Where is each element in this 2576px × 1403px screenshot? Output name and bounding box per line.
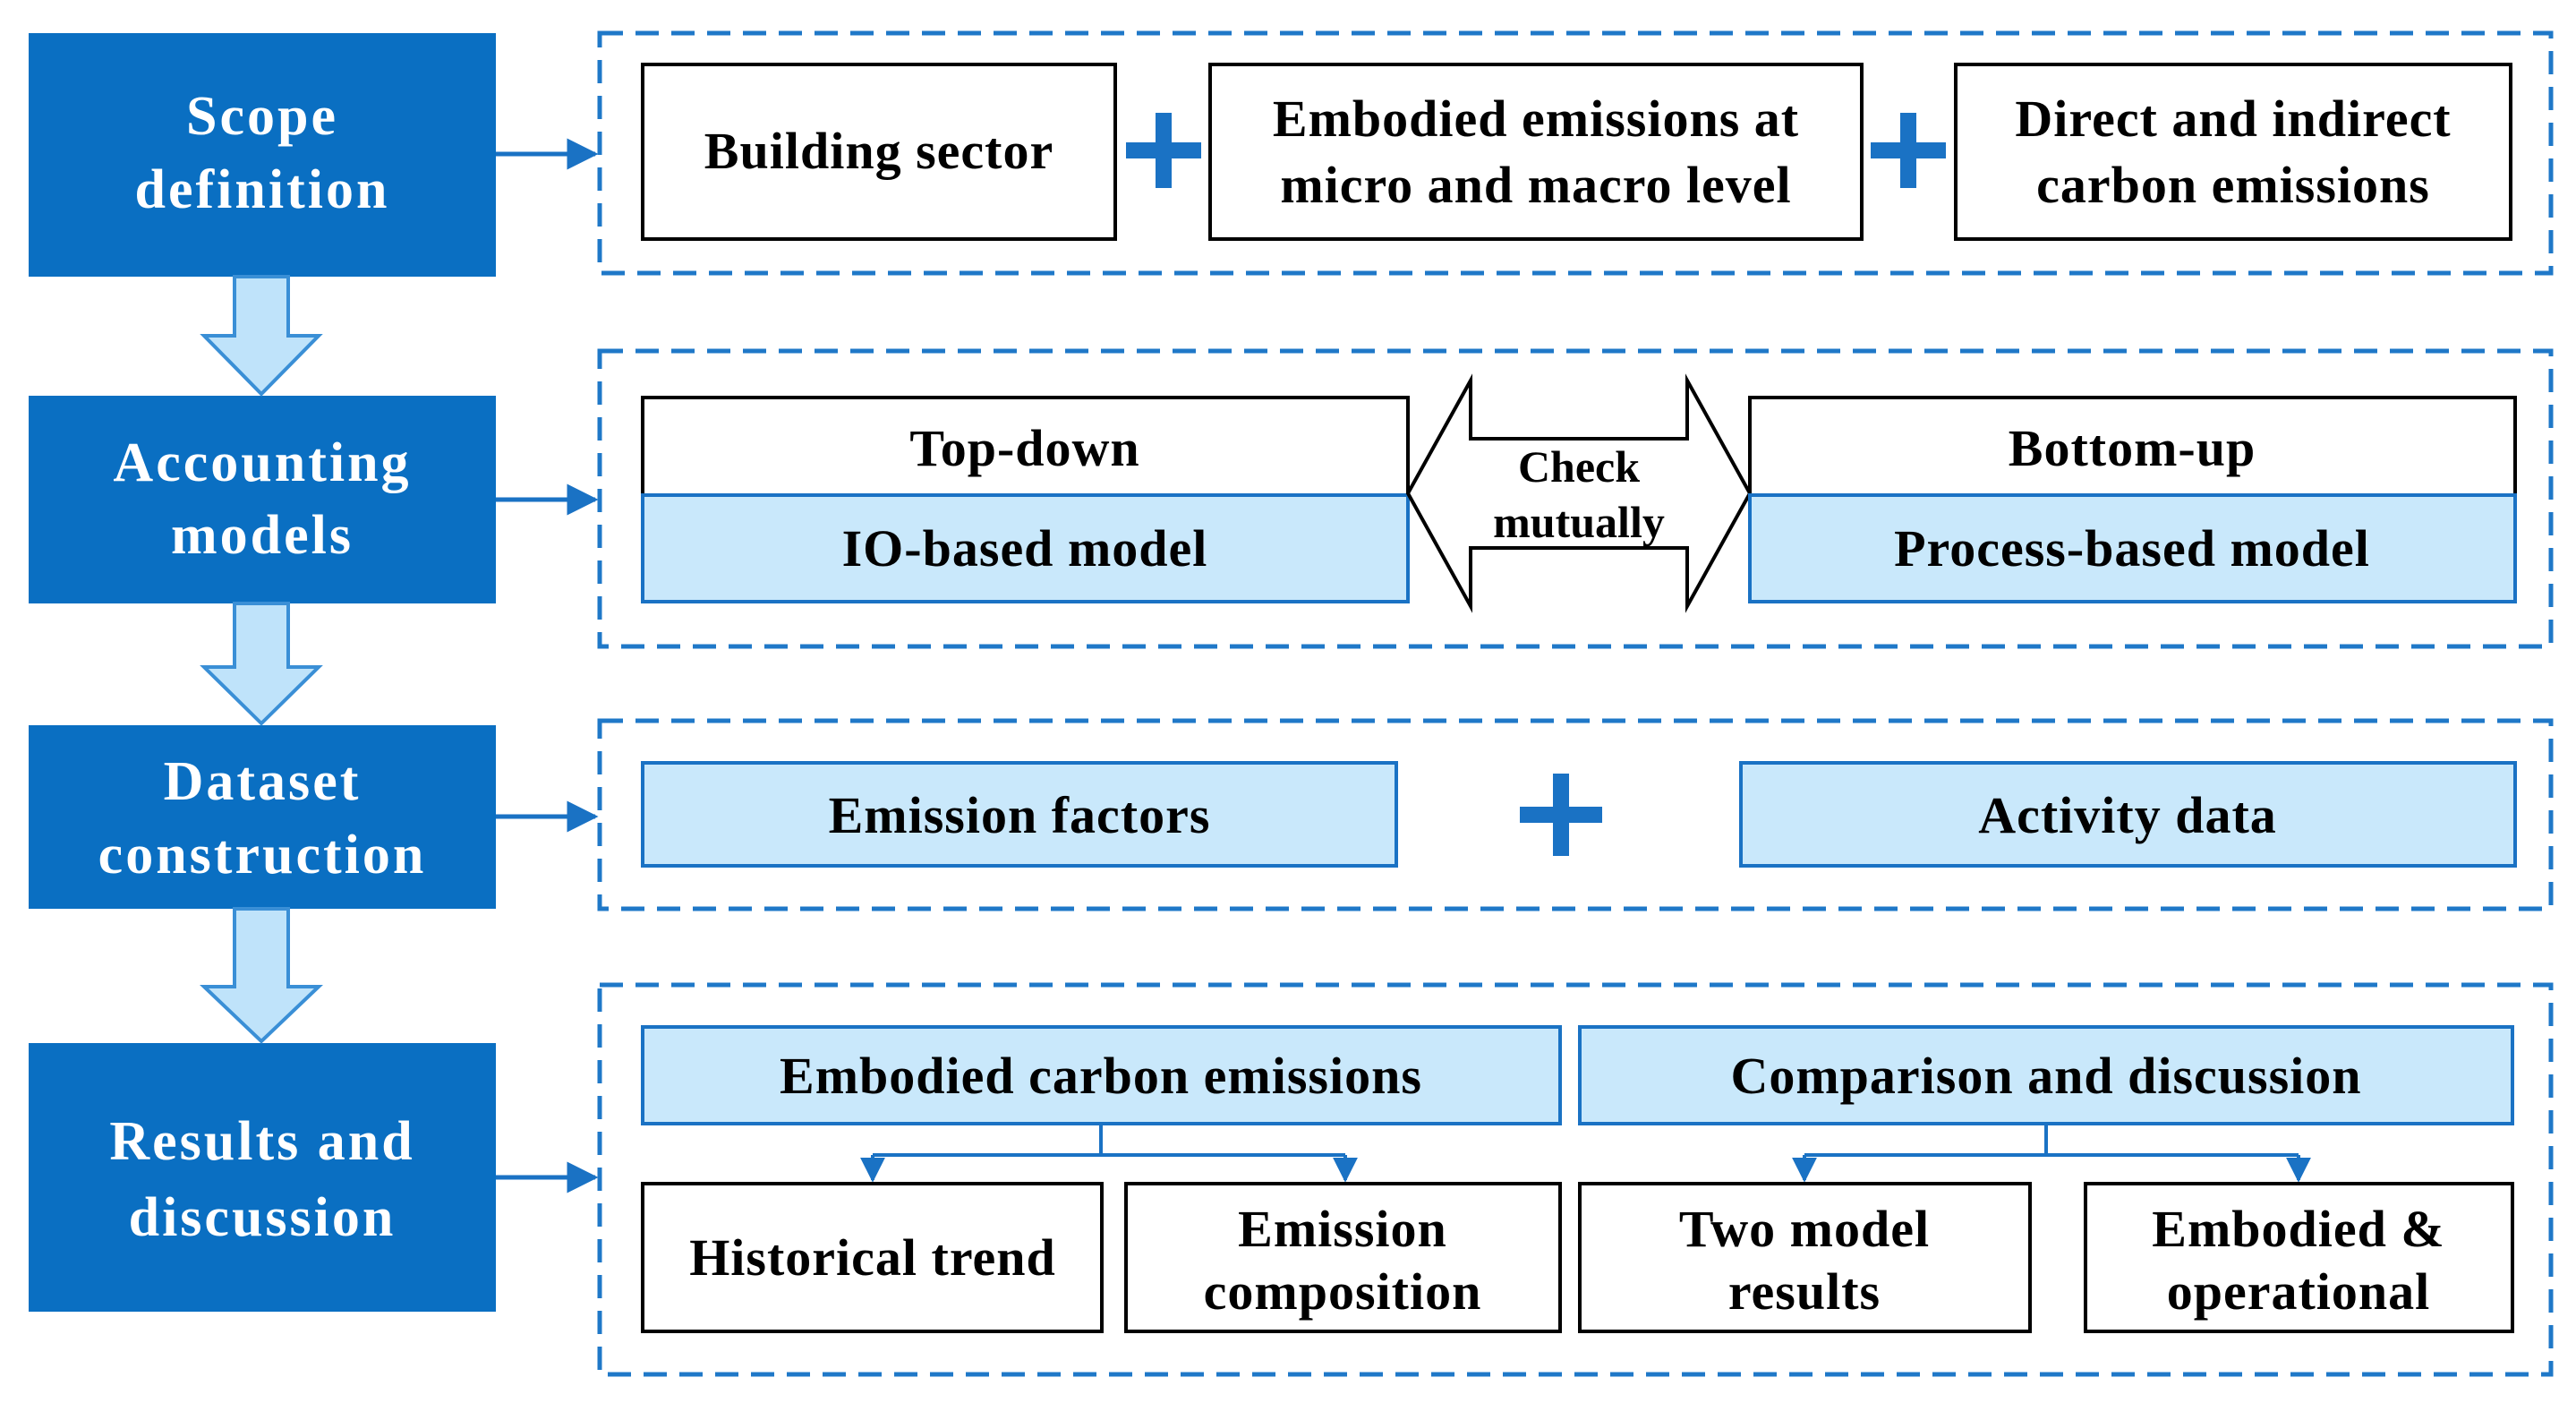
box-embodied-operational: Embodied & operational bbox=[2084, 1182, 2514, 1333]
box-activity-data: Activity data bbox=[1739, 761, 2517, 868]
box-bottom-up: Bottom-up Process-based model bbox=[1748, 396, 2517, 603]
emission-composition-line1: Emission bbox=[1238, 1200, 1447, 1258]
scope-group-border bbox=[597, 30, 2554, 276]
box-emission-factors: Emission factors bbox=[641, 761, 1398, 868]
top-down-title: Top-down bbox=[909, 419, 1139, 477]
box-embodied-emissions-levels: Embodied emissions at micro and macro le… bbox=[1208, 63, 1864, 241]
dataset-group-border bbox=[597, 718, 2554, 911]
stage-dataset-construction: Dataset construction bbox=[29, 725, 496, 909]
activity-data-label: Activity data bbox=[1978, 786, 2277, 844]
results-group-border bbox=[597, 982, 2554, 1377]
stage-results-discussion: Results and discussion bbox=[29, 1043, 496, 1312]
embodied-operational-line1: Embodied & bbox=[2152, 1200, 2444, 1258]
embodied-levels-line1: Embodied emissions at bbox=[1273, 90, 1799, 148]
emission-factors-label: Emission factors bbox=[829, 786, 1211, 844]
plus-icon bbox=[1126, 113, 1201, 188]
comparison-label: Comparison and discussion bbox=[1730, 1047, 2361, 1105]
check-label: Check bbox=[1518, 441, 1640, 492]
io-based-model-label: IO-based model bbox=[842, 519, 1208, 577]
plus-icon bbox=[1520, 774, 1602, 856]
stage-scope-line2: definition bbox=[135, 159, 390, 220]
emission-composition-line2: composition bbox=[1204, 1262, 1482, 1321]
box-emission-composition: Emission composition bbox=[1124, 1182, 1562, 1333]
stage-scope-line1: Scope bbox=[186, 86, 338, 147]
stage-accounting-models: Accounting models bbox=[29, 396, 496, 603]
process-based-model-label: Process-based model bbox=[1894, 519, 2370, 577]
box-two-model-results: Two model results bbox=[1578, 1182, 2032, 1333]
accounting-group-border bbox=[597, 348, 2554, 649]
historical-trend-label: Historical trend bbox=[689, 1228, 1056, 1287]
branch-connector-embodied bbox=[860, 1124, 1358, 1183]
stage-dataset-line1: Dataset bbox=[164, 751, 362, 812]
plus-icon bbox=[1871, 113, 1946, 188]
bottom-up-title: Bottom-up bbox=[2009, 419, 2256, 477]
double-arrow-icon bbox=[1405, 373, 1753, 613]
box-building-sector: Building sector bbox=[641, 63, 1117, 241]
stage-accounting-line1: Accounting bbox=[113, 432, 411, 493]
mutually-label: mutually bbox=[1493, 497, 1665, 547]
branch-connector-comparison bbox=[1792, 1124, 2311, 1183]
stage-scope-definition: Scope definition bbox=[29, 33, 496, 277]
box-historical-trend: Historical trend bbox=[641, 1182, 1104, 1333]
two-model-line2: results bbox=[1728, 1262, 1881, 1321]
stage-results-line2: discussion bbox=[129, 1187, 397, 1248]
embodied-operational-line2: operational bbox=[2167, 1262, 2431, 1321]
down-arrow-2-icon bbox=[200, 602, 323, 726]
box-direct-indirect-emissions: Direct and indirect carbon emissions bbox=[1954, 63, 2512, 241]
embodied-levels-line2: micro and macro level bbox=[1280, 156, 1791, 214]
two-model-line1: Two model bbox=[1679, 1200, 1930, 1258]
down-arrow-3-icon bbox=[200, 907, 323, 1044]
box-comparison-discussion: Comparison and discussion bbox=[1578, 1025, 2514, 1125]
building-sector-label: Building sector bbox=[704, 122, 1053, 180]
box-top-down: Top-down IO-based model bbox=[641, 396, 1410, 603]
direct-indirect-line1: Direct and indirect bbox=[2015, 90, 2451, 148]
embodied-carbon-label: Embodied carbon emissions bbox=[780, 1047, 1422, 1105]
stage-accounting-line2: models bbox=[171, 505, 354, 566]
down-arrow-1-icon bbox=[200, 275, 323, 397]
check-mutually-double-arrow: Check mutually bbox=[1405, 373, 1753, 613]
direct-indirect-line2: carbon emissions bbox=[2036, 156, 2430, 214]
stage-dataset-line2: construction bbox=[98, 825, 427, 885]
stage-results-line1: Results and bbox=[109, 1111, 414, 1172]
box-embodied-carbon-emissions: Embodied carbon emissions bbox=[641, 1025, 1562, 1125]
